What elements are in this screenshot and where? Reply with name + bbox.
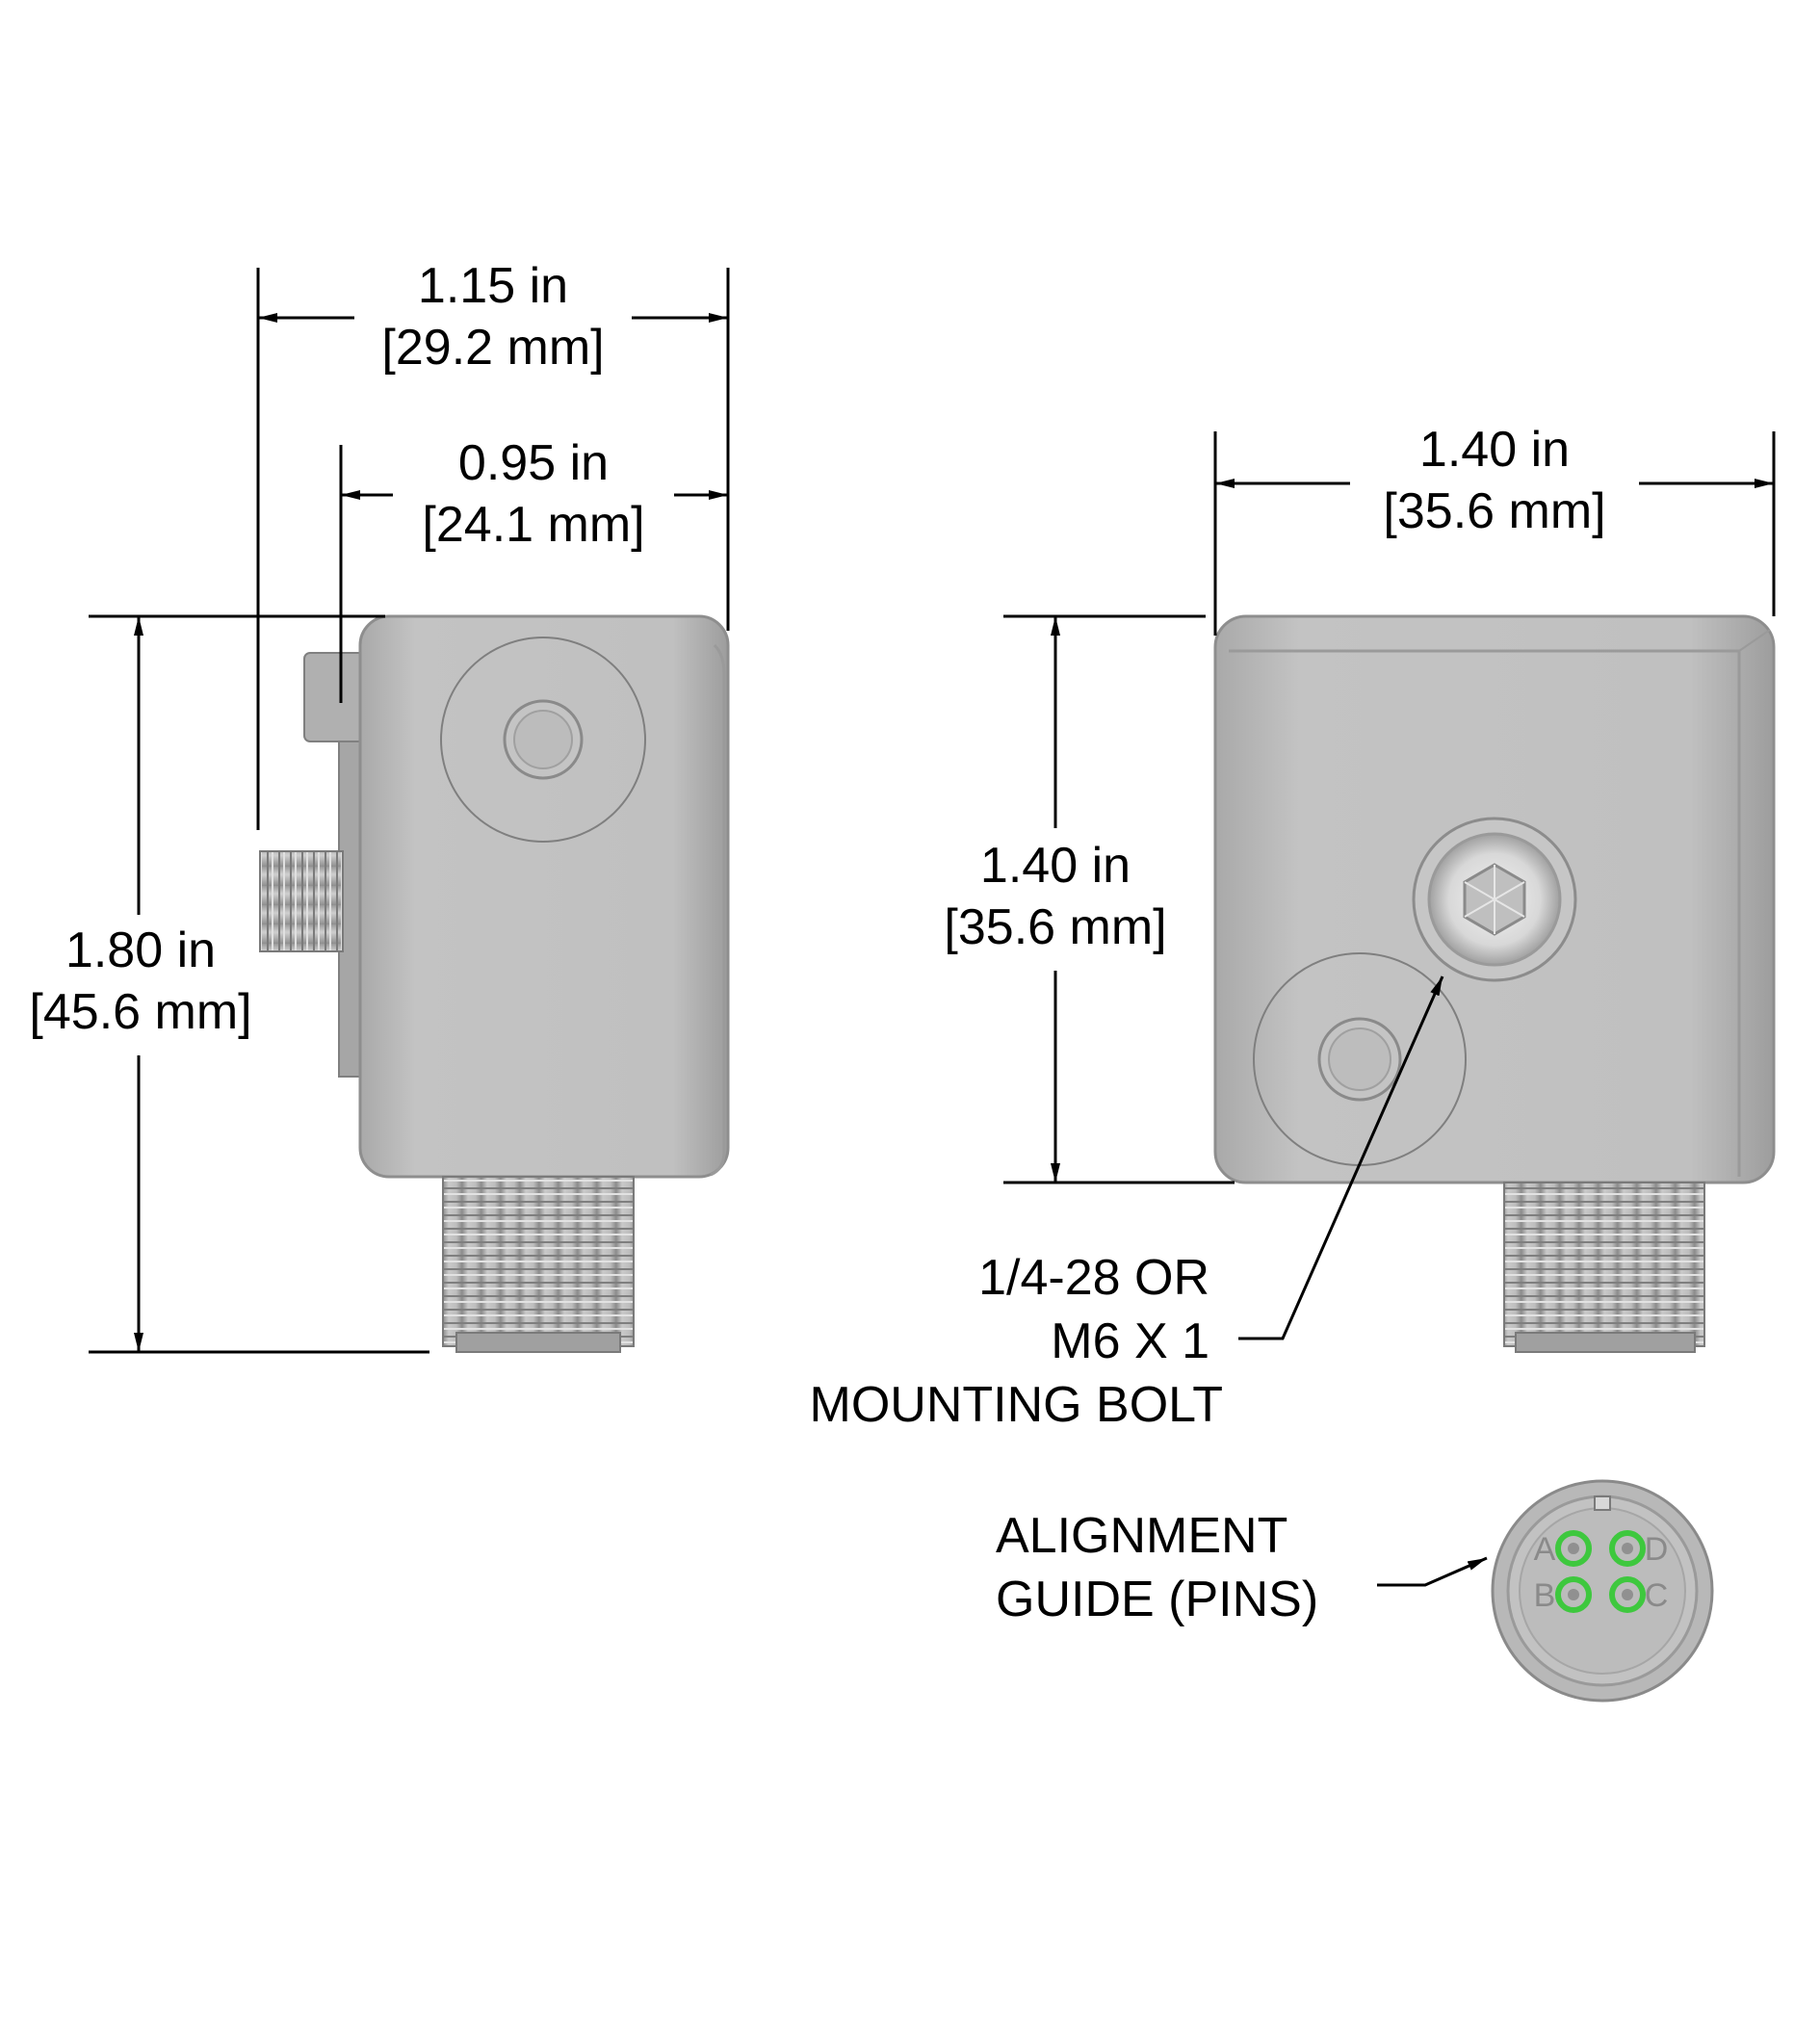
side-body-width-inch: 0.95 in — [458, 435, 609, 491]
mounting-bolt-icon — [1412, 817, 1577, 982]
side-height-mm: [45.6 mm] — [29, 984, 251, 1040]
alignment-guide-line2: GUIDE (PINS) — [996, 1572, 1318, 1627]
front-height-dimension: 1.40 in [35.6 mm] — [944, 614, 1235, 1184]
alignment-guide-line1: ALIGNMENT — [996, 1508, 1287, 1564]
front-width-mm: [35.6 mm] — [1383, 483, 1605, 539]
side-overall-width-inch: 1.15 in — [418, 258, 568, 314]
side-overall-width-dimension: 1.15 in [29.2 mm] — [256, 258, 730, 830]
side-connector-threads — [442, 1176, 635, 1347]
pin-label-c: C — [1645, 1577, 1669, 1614]
front-height-inch: 1.40 in — [980, 838, 1131, 894]
mounting-bolt-callout: 1/4-28 OR M6 X 1 MOUNTING BOLT — [810, 975, 1444, 1433]
side-mounting-stud — [259, 850, 344, 952]
side-view — [259, 614, 730, 1353]
alignment-guide-callout: ALIGNMENT GUIDE (PINS) — [996, 1508, 1488, 1627]
mounting-bolt-note-line2: M6 X 1 — [1051, 1313, 1209, 1369]
pin-c — [1609, 1576, 1646, 1613]
side-height-dimension: 1.80 in [45.6 mm] — [29, 614, 429, 1354]
front-connector-threads — [1503, 1182, 1705, 1347]
front-width-inch: 1.40 in — [1419, 422, 1570, 478]
pin-label-a: A — [1534, 1531, 1556, 1568]
side-overall-width-mm: [29.2 mm] — [381, 320, 604, 376]
pin-d — [1609, 1530, 1646, 1567]
pin-label-b: B — [1534, 1577, 1556, 1614]
pin-b — [1555, 1576, 1592, 1613]
pin-a — [1555, 1530, 1592, 1567]
alignment-key-icon — [1594, 1495, 1611, 1511]
front-height-mm: [35.6 mm] — [944, 899, 1166, 955]
side-key-tab — [303, 652, 365, 742]
connector-end-view: A D B C — [1491, 1479, 1714, 1703]
front-width-dimension: 1.40 in [35.6 mm] — [1213, 422, 1776, 636]
side-body-width-mm: [24.1 mm] — [422, 497, 644, 553]
side-connector-ring — [440, 637, 646, 843]
mounting-bolt-note-line3: MOUNTING BOLT — [810, 1377, 1223, 1433]
side-height-inch: 1.80 in — [65, 923, 216, 978]
pin-label-d: D — [1645, 1531, 1669, 1568]
front-view — [1213, 614, 1776, 1353]
mounting-bolt-note-line1: 1/4-28 OR — [978, 1250, 1209, 1306]
side-body-width-dimension: 0.95 in [24.1 mm] — [339, 435, 728, 703]
